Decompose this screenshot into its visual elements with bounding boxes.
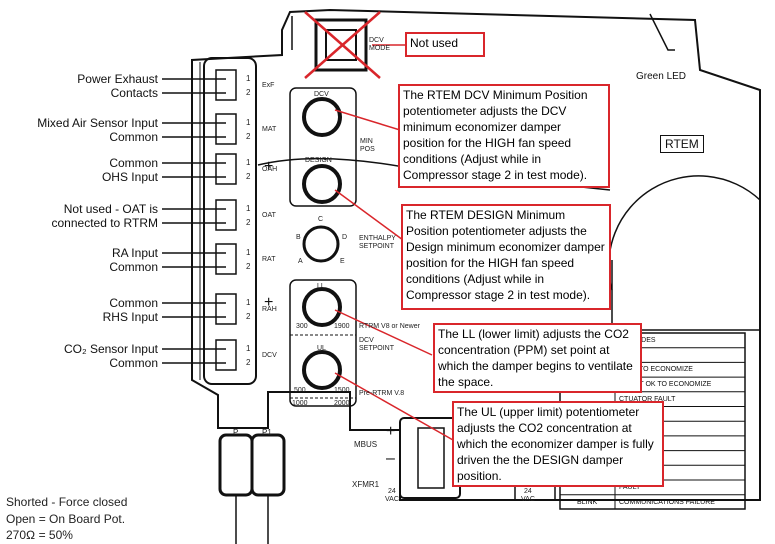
terminal-connector [215,293,237,325]
left-label-line2: Common [109,130,158,144]
footer-line2: Open = On Board Pot. [6,512,126,526]
pin-number: 2 [246,172,251,181]
ul-min2-label: 1000 [292,400,308,407]
pin-number: 2 [246,262,251,271]
p-label: P [233,428,239,437]
ll-max-label: 1900 [334,323,350,330]
enthalpy-letter: C [318,216,324,223]
left-label-line2: Contacts [110,86,158,100]
flash-desc-cell: L - NOT OK TO ECONOMIZE [619,381,712,389]
left-label-line1: Mixed Air Sensor Input [37,116,158,130]
ul-pot-label: UL [317,345,326,352]
p1-label: P1 [262,428,272,437]
terminal-name: DCV [262,352,277,359]
vac2-label: 24 VAC [521,488,535,503]
dcv-callout: The RTEM DCV Minimum Position potentiome… [398,84,610,188]
left-label-line1: Power Exhaust [77,72,158,86]
mbus-label: MBUS [354,440,378,449]
left-label-line1: Not used - OAT is [63,202,158,216]
terminal-connector [215,153,237,185]
terminal-name: OAH [262,166,278,173]
left-label-line2: RHS Input [102,310,158,324]
terminal-connector [215,69,237,101]
pre-rtrm-label: Pre-RTRM V.8 [359,390,405,397]
pin-number: 2 [246,312,251,321]
pin-number: 1 [246,74,251,83]
dcv-pot-label: DCV [314,91,329,98]
left-label-line2: Common [109,356,158,370]
left-label-line2: connected to RTRM [51,216,159,230]
terminal-name: OAT [262,212,276,219]
enthalpy-letter: B [296,234,301,241]
rah-plus: + [264,294,274,311]
pin-number: 1 [246,118,251,127]
pin-number: 2 [246,88,251,97]
design-pot-label: DESIGN [305,157,332,164]
enthalpy-letter: E [340,258,345,265]
oah-plus: + [264,158,274,175]
pin-number: 1 [246,158,251,167]
ul-callout: The UL (upper limit) potentiometer adjus… [452,401,664,487]
flash-desc-cell: FAULT [619,484,641,491]
pin-number: 1 [246,344,251,353]
xfmr-label: XFMR1 [352,480,380,489]
left-label-line1: Common [109,156,158,170]
pin-number: 2 [246,358,251,367]
enthalpy-label: ENTHALPY SETPOINT [359,235,396,250]
terminal-connector [215,243,237,275]
dcv-setpoint-label: DCV SETPOINT [359,337,395,352]
flash-desc-cell: CTUATOR FAULT [619,395,676,403]
left-label-line1: RA Input [111,246,158,260]
left-label-line2: OHS Input [101,170,158,184]
terminal-name: RAH [262,306,277,313]
rtrm-note: RTRM V8 or Newer [359,323,420,330]
pin-number: 1 [246,248,251,257]
design-callout: The RTEM DESIGN Minimum Position potenti… [401,204,611,310]
left-label-line1: Common [109,296,158,310]
min-pos-label: MIN POS [360,138,375,153]
pin-number: 1 [246,298,251,307]
footer-line1: Shorted - Force closed [6,495,128,509]
not-used-callout: Not used [405,32,485,57]
dcv-mode-label: DCV MODE [369,37,390,52]
terminal-name: ExF [262,82,275,89]
enthalpy-letter: D [342,234,348,241]
vac-label: 24 VAC [385,488,399,503]
terminal-connector [215,113,237,145]
mbus-minus: – [386,450,395,467]
terminal-connector [215,199,237,231]
ll-min-label: 300 [296,323,308,330]
flash-code-cell: BLINK [577,498,598,506]
terminal-connector [215,339,237,371]
pin-number: 1 [246,204,251,213]
ul-max2-label: 2000 [334,400,350,407]
mbus-plus: + [386,423,396,440]
flash-desc-cell: L - OKTO ECONOMIZE [619,366,693,374]
ll-pot-label: LL [317,283,325,290]
terminal-name: RAT [262,256,276,263]
pin-number: 2 [246,218,251,227]
green-led-label: Green LED [636,71,687,82]
left-label-line2: Common [109,260,158,274]
ul-max-label: 1500 [334,387,350,394]
pin-number: 2 [246,132,251,141]
left-label-line1: CO₂ Sensor Input [63,342,158,356]
terminal-name: MAT [262,126,277,133]
enthalpy-letter: A [298,258,303,265]
rtem-label: RTEM [660,135,704,153]
ll-callout: The LL (lower limit) adjusts the CO2 con… [433,323,642,393]
footer-line3: 270Ω = 50% [6,528,73,542]
ul-min-label: 500 [294,387,306,394]
flash-desc-cell: COMMUNICATIONS FAILURE [619,498,715,506]
